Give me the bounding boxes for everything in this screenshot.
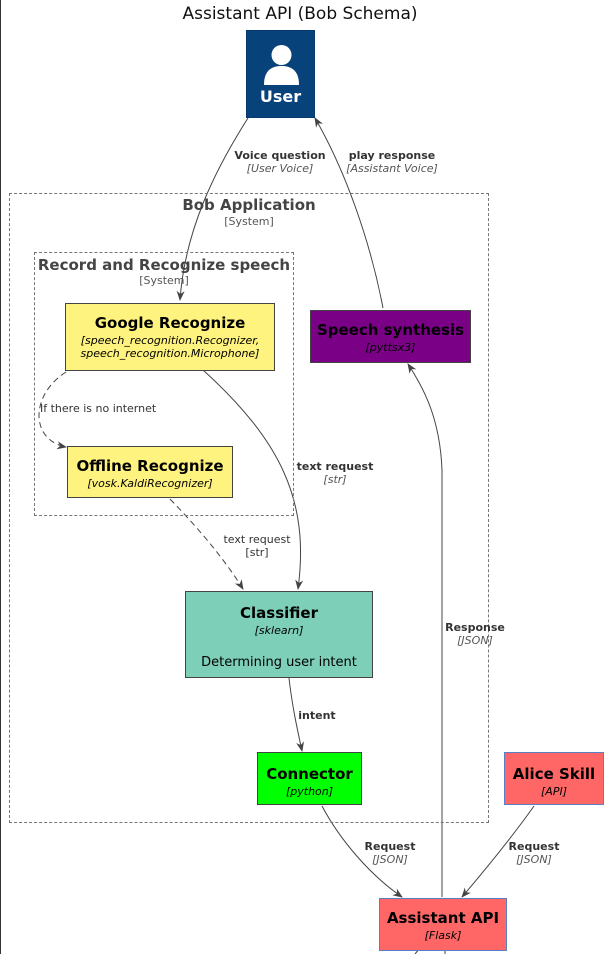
google-recognize-name: Google Recognize (94, 314, 246, 332)
label-no-internet: If there is no internet (40, 402, 157, 415)
edge-text-request-google (202, 369, 304, 590)
record-recognize-title: Record and Recognize speech (37, 256, 291, 274)
label-voice-question: Voice question [User Voice] (234, 149, 326, 175)
google-recognize-node: Google Recognize [speech_recognition.Rec… (65, 303, 275, 371)
speech-synthesis-name: Speech synthesis (316, 321, 465, 339)
bob-application-boundary (9, 193, 489, 823)
connector-name: Connector (266, 765, 353, 783)
user-label: User (259, 87, 302, 106)
label-text-request-google: text request [str] (296, 460, 374, 486)
label-text-request-offline: text request [str] (223, 533, 291, 559)
label-response: Response [JSON] (445, 621, 505, 647)
record-recognize-boundary (34, 252, 294, 516)
offline-recognize-tech: [vosk.KaldiRecognizer] (87, 477, 213, 490)
offline-recognize-node: Offline Recognize [vosk.KaldiRecognizer] (67, 446, 233, 498)
record-recognize-type: [System] (139, 274, 189, 287)
user-node: User (246, 30, 315, 118)
speech-synthesis-tech: [pyttsx3] (365, 341, 416, 354)
alice-skill-node: Alice Skill [API] (504, 752, 604, 805)
left-border (0, 0, 1, 954)
assistant-api-node: Assistant API [Flask] (379, 898, 507, 951)
google-recognize-tech-2: speech_recognition.Microphone] (80, 347, 260, 360)
alice-skill-name: Alice Skill (512, 765, 596, 783)
classifier-name: Classifier (240, 604, 318, 622)
bob-application-title: Bob Application (182, 196, 316, 214)
offline-recognize-name: Offline Recognize (76, 457, 224, 475)
classifier-desc: Determining user intent (201, 655, 357, 670)
edge-no-internet (38, 371, 67, 450)
edge-text-request-offline (169, 498, 244, 590)
connector-tech: [python] (285, 785, 334, 798)
edge-request-connector (321, 805, 403, 898)
label-request-alice: Request [JSON] (508, 840, 560, 866)
diagram-title: Assistant API (Bob Schema) (182, 4, 418, 24)
bob-application-type: [System] (224, 215, 274, 228)
google-recognize-tech-1: [speech_recognition.Recognizer, (80, 334, 260, 347)
assistant-api-name: Assistant API (386, 909, 500, 927)
edge-intent (288, 677, 304, 752)
edge-voice-question (176, 117, 249, 301)
person-icon (264, 45, 299, 85)
edge-play-response (314, 117, 384, 309)
classifier-node: Classifier [sklearn] Determining user in… (185, 591, 373, 678)
label-request-connector: Request [JSON] (364, 840, 416, 866)
edge-request-alice (461, 805, 535, 898)
label-intent: intent (298, 709, 336, 722)
connector-node: Connector [python] (257, 752, 362, 805)
speech-synthesis-node: Speech synthesis [pyttsx3] (310, 310, 471, 363)
alice-skill-tech: [API] (541, 785, 567, 798)
assistant-api-tech: [Flask] (424, 929, 462, 942)
edge-response (407, 363, 443, 897)
classifier-tech: [sklearn] (254, 624, 304, 637)
label-play-response: play response [Assistant Voice] (346, 149, 438, 175)
